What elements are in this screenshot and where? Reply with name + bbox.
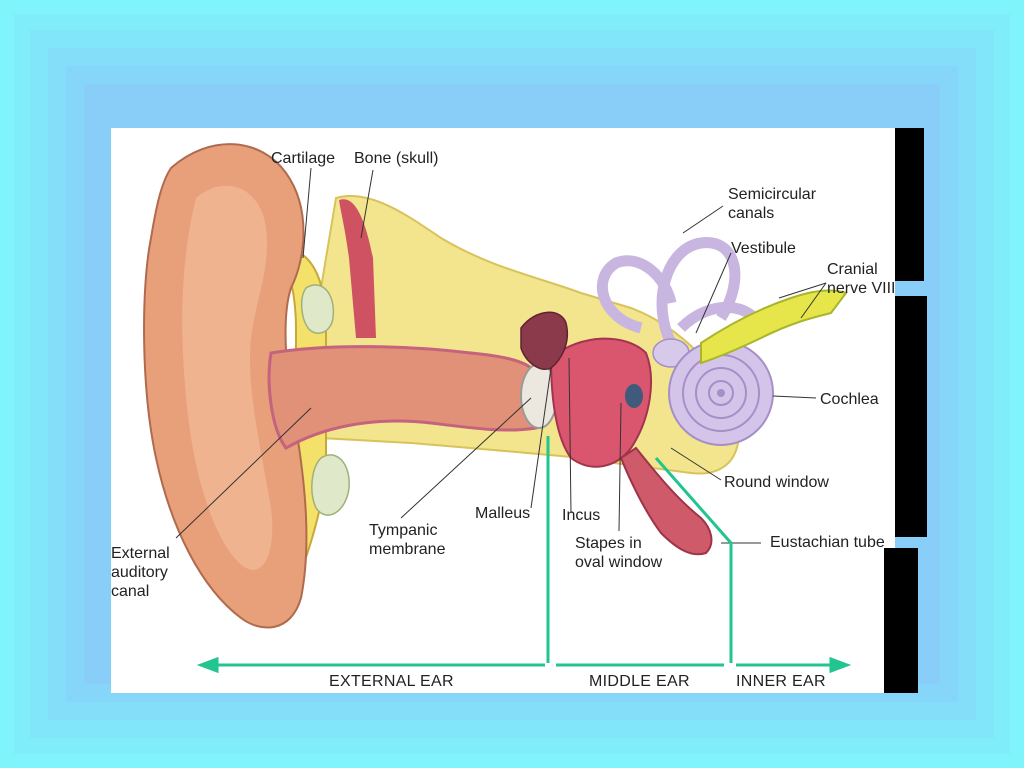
region-external-ear: EXTERNAL EAR [329,673,454,690]
label-malleus: Malleus [475,505,531,522]
right-edge-bar-bottom [884,548,918,693]
right-edge-bar-middle [895,296,927,537]
label-round-window: Round window [724,474,829,491]
label-cochlea: Cochlea [820,391,879,408]
label-bone-skull: Bone (skull) [354,150,439,167]
ear-anatomy-illustration [143,143,852,674]
bone-pink-layer [339,199,376,338]
label-semicircular-canals-line2: canals [728,205,775,222]
cartilage-island-lower [311,454,350,516]
label-external-canal-line1: External [111,545,170,562]
label-incus: Incus [562,507,601,524]
cartilage-island-upper [300,284,335,334]
region-middle-ear: MIDDLE EAR [589,673,690,690]
middle-ear-cavity [549,337,652,468]
label-vestibule: Vestibule [731,240,796,257]
label-external-canal-line2: auditory [111,564,168,581]
label-cranial-nerve-line1: Cranial [827,261,878,278]
label-tympanic-line2: membrane [369,541,446,558]
region-inner-ear: INNER EAR [736,673,826,690]
label-tympanic-line1: Tympanic [369,522,438,539]
ear-diagram-panel: Cartilage Bone (skull) Semicircular cana… [111,128,895,693]
label-external-canal-line3: canal [111,583,150,600]
eustachian-tube-shape [619,446,713,556]
auricle-inner-fold [182,185,273,570]
label-semicircular-canals-line1: Semicircular [728,186,817,203]
region-dividers [546,436,733,663]
oval-window-shape [625,384,643,408]
external-auditory-canal-shape [267,345,538,450]
right-edge-bar-top [895,128,924,281]
malleus-shape [520,311,568,370]
label-eustachian-tube: Eustachian tube [770,534,885,551]
label-cartilage: Cartilage [271,150,336,167]
label-cranial-nerve-line2: nerve VIII [827,280,895,297]
region-arrows [196,656,852,674]
leader-lines [175,167,827,544]
label-stapes-line1: Stapes in [575,535,642,552]
label-stapes-line2: oval window [575,554,663,571]
cranial-nerve-shape [700,289,848,365]
